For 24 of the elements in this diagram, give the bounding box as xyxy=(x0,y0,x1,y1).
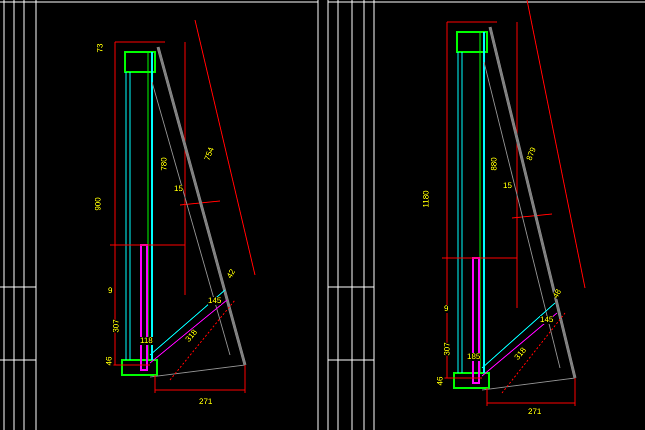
dimension-label: 46 xyxy=(436,376,444,386)
dimension-label: 307 xyxy=(112,319,121,333)
dimension-label: 879 xyxy=(526,146,538,162)
dimension-label: 754 xyxy=(204,146,216,162)
dimension-label: 307 xyxy=(444,342,452,356)
dimension-label: 9 xyxy=(444,305,448,313)
dimension-label: 145 xyxy=(208,297,222,305)
dimension-label: 15 xyxy=(503,182,512,190)
dimension-label: 271 xyxy=(199,398,212,406)
dimension-label: 780 xyxy=(160,157,169,171)
dimension-label: 271 xyxy=(528,408,542,416)
dimension-label: 46 xyxy=(105,356,114,366)
dimension-label: 880 xyxy=(490,157,499,171)
dimension-label: 1180 xyxy=(422,190,431,208)
dimension-label: 900 xyxy=(94,197,103,211)
dimension-label: 15 xyxy=(174,185,183,193)
dimension-label: 318 xyxy=(513,346,528,362)
dimension-label: 145 xyxy=(540,316,554,324)
dimension-label: 73 xyxy=(96,44,104,52)
dimension-label: 185 xyxy=(467,353,480,361)
dimension-label: 318 xyxy=(184,328,200,344)
dimension-label: 9 xyxy=(108,287,112,295)
dimension-label: 118 xyxy=(140,337,153,345)
dimension-label: 42 xyxy=(226,268,238,280)
